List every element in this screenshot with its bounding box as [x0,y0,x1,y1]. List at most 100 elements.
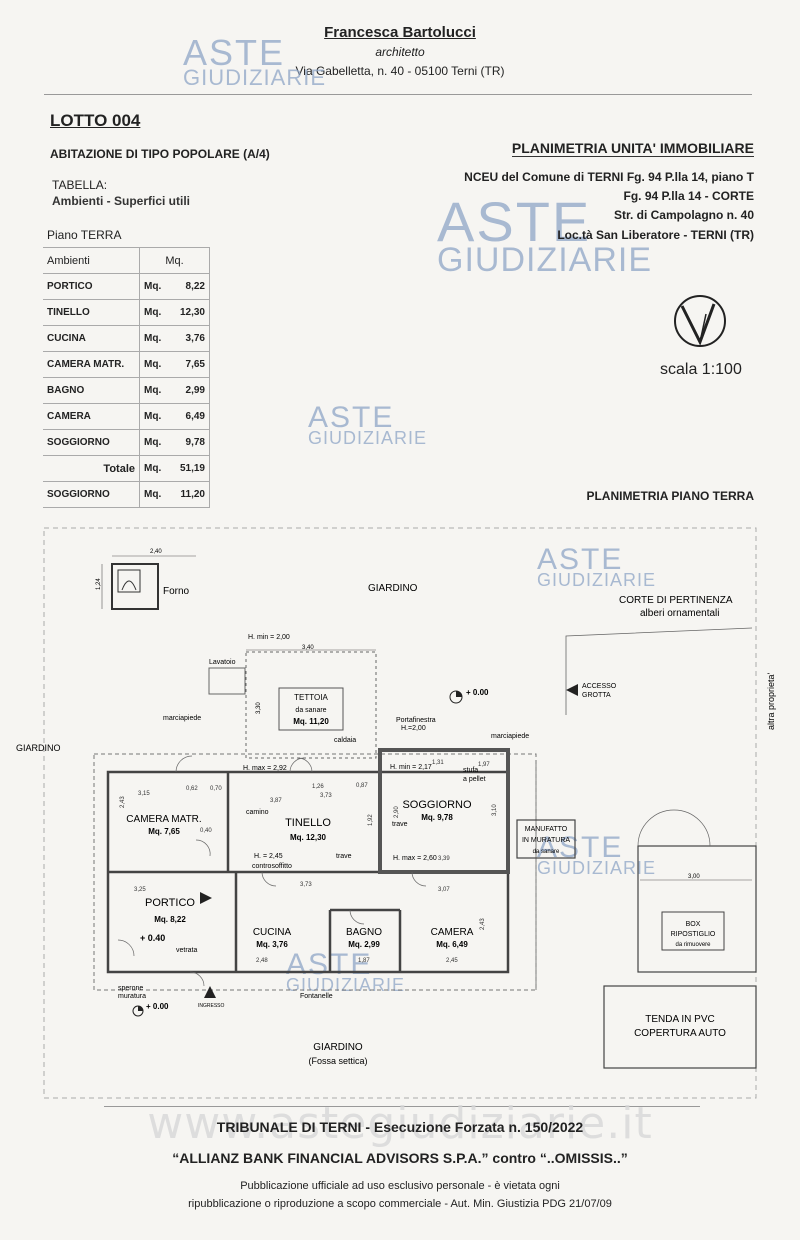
svg-text:TENDA IN PVC: TENDA IN PVC [645,1014,714,1025]
label-giardino-top: GIARDINO [368,583,418,594]
svg-text:2,48: 2,48 [256,958,268,964]
svg-text:Forno: Forno [163,586,190,597]
svg-text:muratura: muratura [118,993,146,1000]
dimension-labels: 3,15 0,62 0,70 3,87 1,26 3,73 0,87 1,31 … [120,760,498,964]
plan-frame [43,527,757,1099]
svg-text:0,87: 0,87 [356,783,368,789]
svg-text:Mq. 2,99: Mq. 2,99 [348,940,380,949]
architect-address: Via Gabelletta, n. 40 - 05100 Terni (TR) [295,64,505,78]
svg-text:+ 0.00: + 0.00 [146,1002,169,1011]
svg-text:Mq. 6,49: Mq. 6,49 [436,940,468,949]
room-soggiorno: SOGGIORNO [402,799,472,811]
svg-text:da sanare: da sanare [295,707,326,714]
watermark-aste: ASTE GIUDIZIARIE [537,543,657,590]
floor-plan-title: PLANIMETRIA PIANO TERRA [586,489,754,503]
lotto-title: LOTTO 004 [50,111,141,130]
room-bagno: BAGNO [346,927,382,938]
svg-text:IN MURATURA: IN MURATURA [522,837,570,844]
label-giardino-left: GIARDINO [16,743,61,753]
svg-text:Mq. 12,30: Mq. 12,30 [290,833,327,842]
footer-rule [104,1106,700,1107]
svg-text:da sanare: da sanare [533,849,560,855]
level-marker: + 0.00 [132,1002,169,1017]
svg-text:Lavatoio: Lavatoio [209,659,236,666]
cadastral-line-1: NCEU del Comune di TERNI Fg. 94 P.lla 14… [464,170,754,184]
svg-text:3,39: 3,39 [438,856,450,862]
footer-parti: “ALLIANZ BANK FINANCIAL ADVISORS S.P.A.”… [172,1150,628,1166]
tettoia: H. min = 2,00 3,40 Lavatoio TETTOIA da s… [208,634,377,759]
svg-text:ACCESSO: ACCESSO [582,683,617,690]
soggiorno-walls [378,748,510,874]
table-caption: TABELLA: [52,178,108,192]
svg-text:INGRESSO: INGRESSO [198,1003,225,1009]
manufatto [516,819,576,859]
svg-text:2,90: 2,90 [394,806,400,818]
footer-tribunale: TRIBUNALE DI TERNI - Esecuzione Forzata … [216,1119,584,1135]
watermark-aste: ASTE GIUDIZIARIE [537,831,657,878]
scale-label: scala 1:100 [660,361,742,378]
svg-text:MANUFATTO: MANUFATTO [525,826,568,833]
svg-text:BOX: BOX [686,921,701,928]
svg-text:H. max = 2,92: H. max = 2,92 [243,765,287,772]
forno: 2,40 1,24 Forno [96,549,196,610]
svg-text:3,30: 3,30 [256,702,262,714]
svg-text:H. max = 2,60: H. max = 2,60 [393,855,437,862]
table-col-ambienti: Ambienti [43,247,140,274]
svg-text:0,62: 0,62 [186,786,198,792]
watermark-aste: ASTE GIUDIZIARIE [437,190,653,279]
watermark-aste: ASTE GIUDIZIARIE [308,401,428,448]
svg-text:3,00: 3,00 [688,874,700,880]
level-marker: + 0.00 [449,688,489,704]
floor-plan-drawing: 2,40 1,24 Forno GIARDINO CORTE DI PERTIN… [16,527,776,1099]
architect-name: Francesca Bartolucci [324,24,476,41]
svg-text:controsoffitto: controsoffitto [252,863,292,870]
table-row: CAMERA MATR.Mq.7,65 [43,351,210,378]
room-tinello: TINELLO [285,817,331,829]
svg-text:1,87: 1,87 [358,958,370,964]
label-alberi: alberi ornamentali [640,608,720,619]
svg-text:H. = 2,45: H. = 2,45 [254,853,283,860]
svg-text:3,73: 3,73 [300,882,312,888]
svg-text:+ 0.00: + 0.00 [466,688,489,697]
svg-text:RIPOSTIGLIO: RIPOSTIGLIO [671,931,716,938]
svg-text:Fontanelle: Fontanelle [300,993,333,1000]
svg-text:2,43: 2,43 [480,918,486,930]
svg-text:+ 0.40: + 0.40 [140,933,165,943]
architect-role: architetto [375,45,425,59]
label-marciapiede: marciapiede [163,715,201,722]
cadastral-line-4: Loc.tà San Liberatore - TERNI (TR) [557,228,754,242]
north-arrow-icon [674,295,726,347]
box-ripostiglio: 3,00 BOX RIPOSTIGLIO da rimuovere [637,809,757,973]
cadastral-line-2: Fg. 94 P.lla 14 - CORTE [623,189,755,203]
room-camera: CAMERA [431,927,474,938]
table-floor-header: Piano TERRA [43,222,210,248]
tenda-pvc [603,985,757,1069]
svg-text:caldaia: caldaia [334,737,356,744]
door-swings [117,755,427,987]
svg-text:2,40: 2,40 [150,549,162,555]
svg-text:3,87: 3,87 [270,798,282,804]
svg-text:3,40: 3,40 [302,645,314,651]
svg-text:Mq. 9,78: Mq. 9,78 [421,813,453,822]
svg-text:sperone: sperone [118,985,143,992]
svg-text:a pellet: a pellet [463,776,486,783]
svg-text:stufa: stufa [463,767,478,774]
watermark-aste: ASTE GIUDIZIARIE [183,32,327,90]
svg-text:1,31: 1,31 [432,760,444,766]
watermark-site: www.astegiudiziarie.it [147,1098,653,1149]
svg-text:3,07: 3,07 [438,887,450,893]
svg-text:GROTTA: GROTTA [582,692,611,699]
svg-text:0,70: 0,70 [210,786,222,792]
svg-text:trave: trave [336,853,352,860]
cadastral-line-3: Str. di Campolagno n. 40 [613,208,754,222]
svg-text:Mq. 7,65: Mq. 7,65 [148,827,180,836]
label-corte: CORTE DI PERTINENZA [619,595,733,606]
label-marciapiede-2: marciapiede [491,733,529,740]
